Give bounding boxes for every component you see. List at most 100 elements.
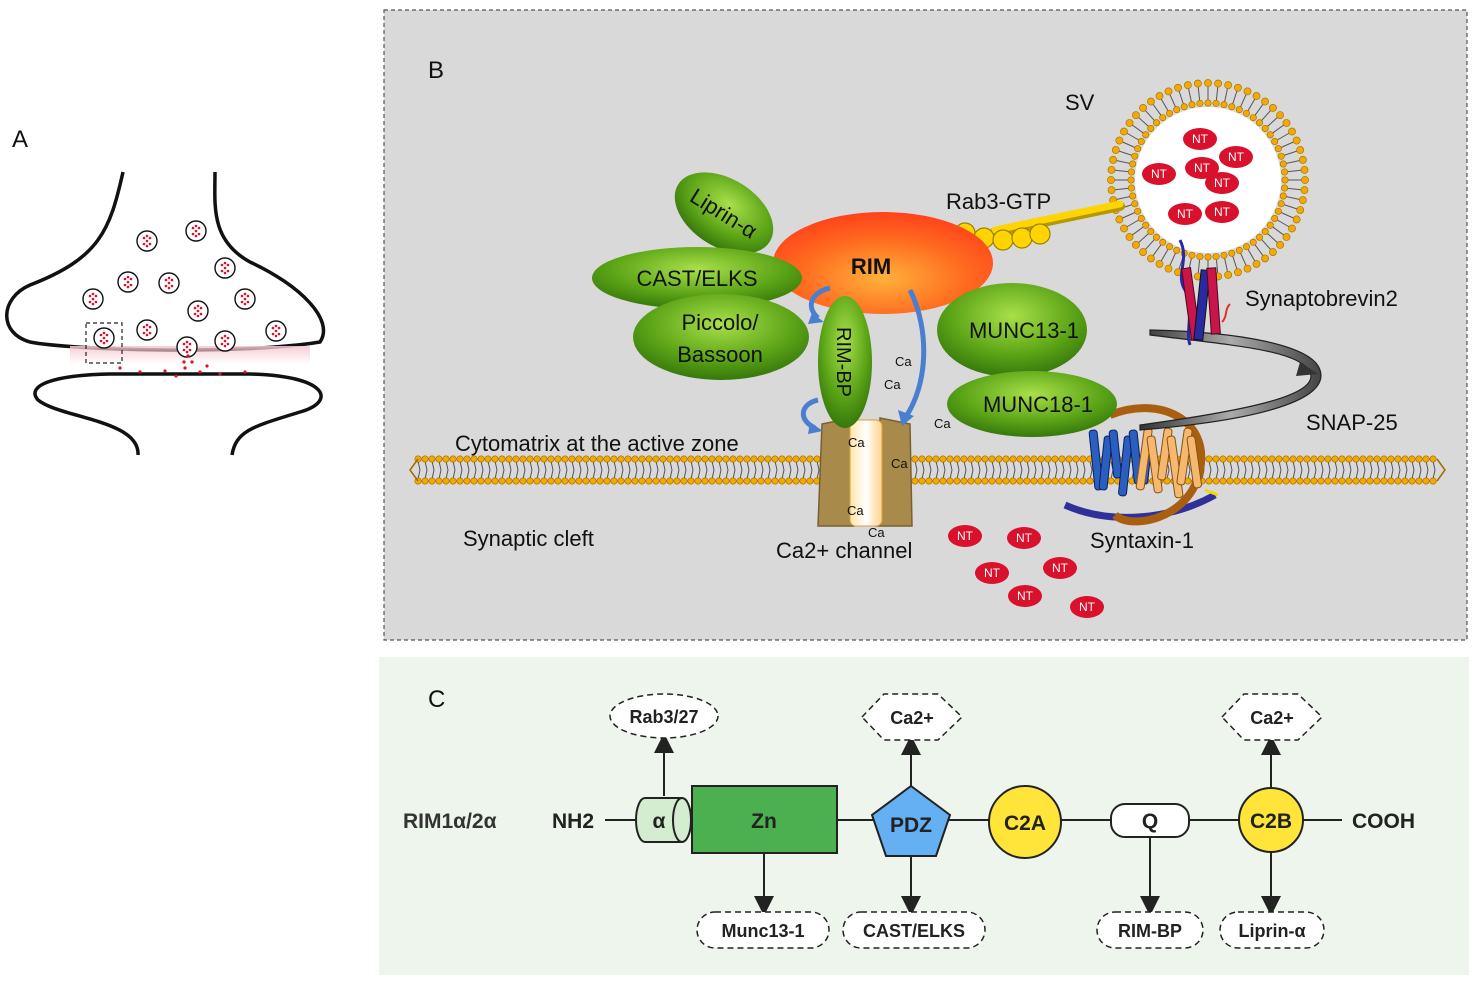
lipid-head-upper	[631, 455, 639, 463]
sv-lipid-head-inner	[1271, 215, 1279, 223]
lipid-tail-upper	[1320, 460, 1324, 471]
lipid-tail-upper	[1411, 460, 1415, 471]
sv-lipid-tail	[1254, 102, 1265, 117]
lipid-tail-upper	[627, 460, 631, 471]
lipid-tail-lower	[438, 469, 442, 480]
lipid-tail-lower	[529, 469, 533, 480]
nt-label: NT	[1017, 589, 1034, 603]
sv-lipid-tail	[1151, 243, 1162, 258]
lipid-head-lower	[1401, 477, 1409, 485]
lipid-tail-upper	[1327, 460, 1331, 471]
lipid-head-upper	[463, 455, 471, 463]
lipid-head-upper	[582, 455, 590, 463]
lipid-tail-upper	[984, 460, 988, 471]
lipid-head-lower	[1261, 477, 1269, 485]
rab3-beads	[954, 222, 1051, 251]
lipid-tail-lower	[1299, 469, 1303, 480]
sv-lipid-head-outer	[1261, 254, 1269, 263]
vesicle-nt-dot	[126, 285, 130, 289]
lipid-head-lower	[1030, 477, 1038, 485]
lipid-head-upper	[1401, 455, 1409, 463]
ca-ion-label: Ca	[895, 354, 912, 369]
lipid-head-lower	[974, 477, 982, 485]
liprin-alpha-protein	[674, 172, 774, 254]
lipid-head-upper	[771, 455, 779, 463]
lipid-head-upper	[575, 455, 583, 463]
lipid-tail-lower	[753, 469, 757, 480]
lipid-tail-upper	[956, 460, 960, 471]
vesicle-nt-dot	[102, 336, 106, 340]
released-dot	[243, 370, 247, 374]
synaptobrevin-protein	[1178, 239, 1231, 346]
lipid-tail-upper	[725, 460, 729, 471]
partner-ca-pdz-label: Ca2+	[890, 708, 934, 728]
sv-lipid-tail	[1160, 248, 1169, 263]
lipid-head-lower	[456, 477, 464, 485]
vesicle-nt-dot	[142, 331, 146, 335]
lipid-head-lower	[1016, 477, 1024, 485]
lipid-head-lower	[463, 477, 471, 485]
sv-lipid-head-inner	[1127, 184, 1135, 192]
n-terminus-label: NH2	[552, 810, 594, 833]
sv-lipid-tail	[1285, 159, 1302, 165]
sv-lipid-head-inner	[1134, 207, 1142, 215]
sv-lipid-tail	[1187, 86, 1193, 103]
lipid-tail-upper	[1019, 460, 1023, 471]
sv-lipid-tail	[1144, 109, 1156, 122]
lipid-head-upper	[806, 455, 814, 463]
sv-lipid-tail	[1168, 251, 1177, 267]
lipid-head-upper	[1030, 455, 1038, 463]
lipid-tail-upper	[753, 460, 757, 471]
sv-lipid-head-outer	[1252, 260, 1261, 268]
arrow-rim-to-channel-head	[898, 410, 914, 426]
lipid-head-upper	[610, 455, 618, 463]
lipid-head-lower	[995, 477, 1003, 485]
partner-rimbp-box	[1096, 911, 1204, 949]
lipid-tail-lower	[1012, 469, 1016, 480]
lipid-head-upper	[1275, 455, 1283, 463]
released-dot	[190, 360, 194, 364]
sv-lipid-tail	[1279, 211, 1295, 220]
sv-lipid-head-inner	[1249, 114, 1257, 122]
lipid-head-lower	[1037, 477, 1045, 485]
panel-b-frame	[383, 9, 1468, 641]
sv-lipid-tail	[1125, 219, 1140, 228]
lipid-tail-upper	[1306, 460, 1310, 471]
munc18-protein	[947, 371, 1117, 437]
lipid-tail-upper	[452, 460, 456, 471]
lipid-head-upper	[624, 455, 632, 463]
lipid-tail-lower	[697, 469, 701, 480]
sv-lipid-tail	[1266, 232, 1279, 244]
lipid-tail-lower	[662, 469, 666, 480]
lipid-tail-upper	[949, 460, 953, 471]
vesicle-nt-dot	[223, 344, 227, 348]
lipid-tail-upper	[1348, 460, 1352, 471]
lipid-tail-lower	[690, 469, 694, 480]
sv-lipid-head-outer	[1109, 155, 1118, 164]
lipid-tail-lower	[956, 469, 960, 480]
cast-elks-protein	[592, 247, 802, 309]
lipid-tail-upper	[1376, 460, 1380, 471]
released-dot	[198, 370, 202, 374]
lipid-head-upper	[757, 455, 765, 463]
lipid-tail-upper	[1390, 460, 1394, 471]
cast-elks-label: CAST/ELKS	[636, 266, 757, 291]
lipid-tail-lower	[620, 469, 624, 480]
lipid-tail-upper	[606, 460, 610, 471]
lipid-head-lower	[757, 477, 765, 485]
lipid-head-lower	[652, 477, 660, 485]
sv-lipid-head-outer	[1183, 81, 1192, 90]
lipid-tail-lower	[1215, 469, 1219, 480]
vesicle-nt-dot	[167, 286, 171, 290]
vesicle-nt-dot	[126, 275, 130, 279]
membrane-left-cap	[409, 458, 419, 482]
nt-molecule	[1205, 172, 1239, 194]
lipid-head-lower	[925, 477, 933, 485]
sv-lipid-head-inner	[1261, 228, 1269, 236]
sv-lipid-head-inner	[1188, 251, 1196, 259]
panel-b-label: B	[428, 57, 444, 84]
lipid-tail-upper	[1285, 460, 1289, 471]
sv-lipid-head-inner	[1235, 246, 1243, 254]
lipid-head-lower	[624, 477, 632, 485]
